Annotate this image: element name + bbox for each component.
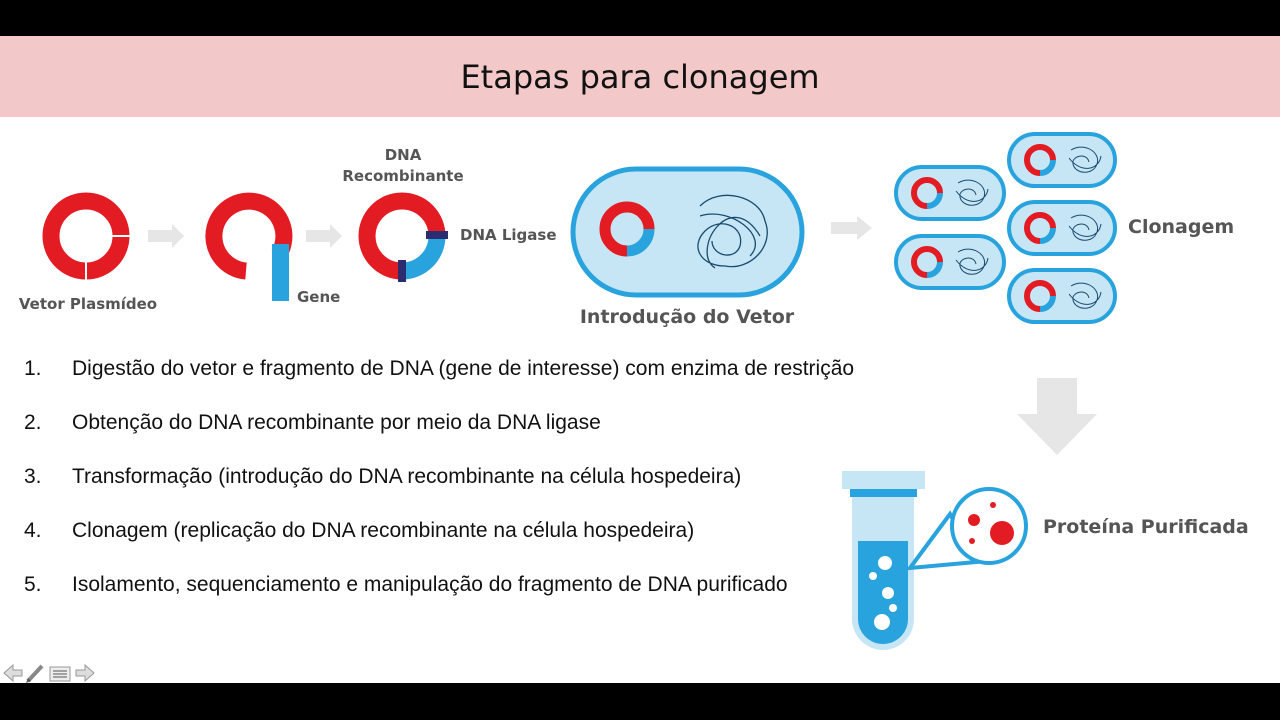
introduction-label: Introdução do Vetor <box>580 306 795 328</box>
gene-fragment <box>272 244 289 301</box>
list-item: 2. Obtenção do DNA recombinante por meio… <box>24 410 884 436</box>
dna-label-line1: DNA <box>385 146 422 164</box>
slideshow-toolbar <box>3 663 95 683</box>
menu-icon[interactable] <box>49 666 71 682</box>
title-bar: Etapas para clonagem <box>0 36 1280 117</box>
list-item: 3. Transformação (introdução do DNA reco… <box>24 464 884 490</box>
chromosome-icon <box>697 194 768 269</box>
forward-arrow-icon[interactable] <box>75 663 95 683</box>
cloning-label: Clonagem <box>1128 216 1234 238</box>
step-number: 3. <box>24 465 42 488</box>
step-text: Obtenção do DNA recombinante por meio da… <box>72 411 601 434</box>
cloned-cell <box>1007 268 1117 324</box>
plasmid-ring <box>42 192 130 280</box>
cloned-cell <box>894 165 1006 221</box>
step-text: Isolamento, sequenciamento e manipulação… <box>72 573 788 596</box>
protein-label: Proteína Purificada <box>1043 516 1249 538</box>
ligase-junction <box>426 231 448 239</box>
ligase-junction <box>398 260 406 282</box>
list-item: 4. Clonagem (replicação do DNA recombina… <box>24 518 884 544</box>
step-text: Digestão do vetor e fragmento de DNA (ge… <box>72 357 855 380</box>
recombinant-plasmid <box>358 192 448 282</box>
slide: Etapas para clonagem Vetor Plasmídeo Gen… <box>0 36 1280 683</box>
cloned-cell <box>1007 132 1117 188</box>
arrow-down-icon <box>1017 378 1097 455</box>
list-item: 5. Isolamento, sequenciamento e manipula… <box>24 572 884 598</box>
arrow-right-icon <box>306 224 342 248</box>
slide-title: Etapas para clonagem <box>460 57 820 96</box>
cloning-diagram: Vetor Plasmídeo Gene DNA Recombinante DN… <box>19 132 1249 650</box>
step-text: Clonagem (replicação do DNA recombinante… <box>72 519 695 542</box>
step-number: 1. <box>24 357 42 380</box>
step-number: 5. <box>24 573 42 596</box>
pen-icon[interactable] <box>26 664 44 683</box>
cloned-cell <box>1007 200 1117 256</box>
back-arrow-icon[interactable] <box>3 663 23 683</box>
step-text: Transformação (introdução do DNA recombi… <box>72 465 742 488</box>
steps-list: 1. Digestão do vetor e fragmento de DNA … <box>24 356 884 626</box>
vector-label: Vetor Plasmídeo <box>19 295 157 313</box>
host-cell <box>570 166 805 298</box>
list-item: 1. Digestão do vetor e fragmento de DNA … <box>24 356 884 382</box>
ligase-label: DNA Ligase <box>460 226 557 244</box>
dna-label-line2: Recombinante <box>342 167 463 185</box>
cloned-cell <box>894 234 1006 290</box>
test-tube-icon <box>842 471 925 650</box>
magnified-protein <box>950 487 1028 565</box>
step-number: 2. <box>24 411 42 434</box>
gene-label: Gene <box>297 288 340 306</box>
arrow-right-icon <box>831 216 872 240</box>
arrow-right-icon <box>148 224 184 248</box>
open-plasmid <box>205 192 293 301</box>
step-number: 4. <box>24 519 42 542</box>
